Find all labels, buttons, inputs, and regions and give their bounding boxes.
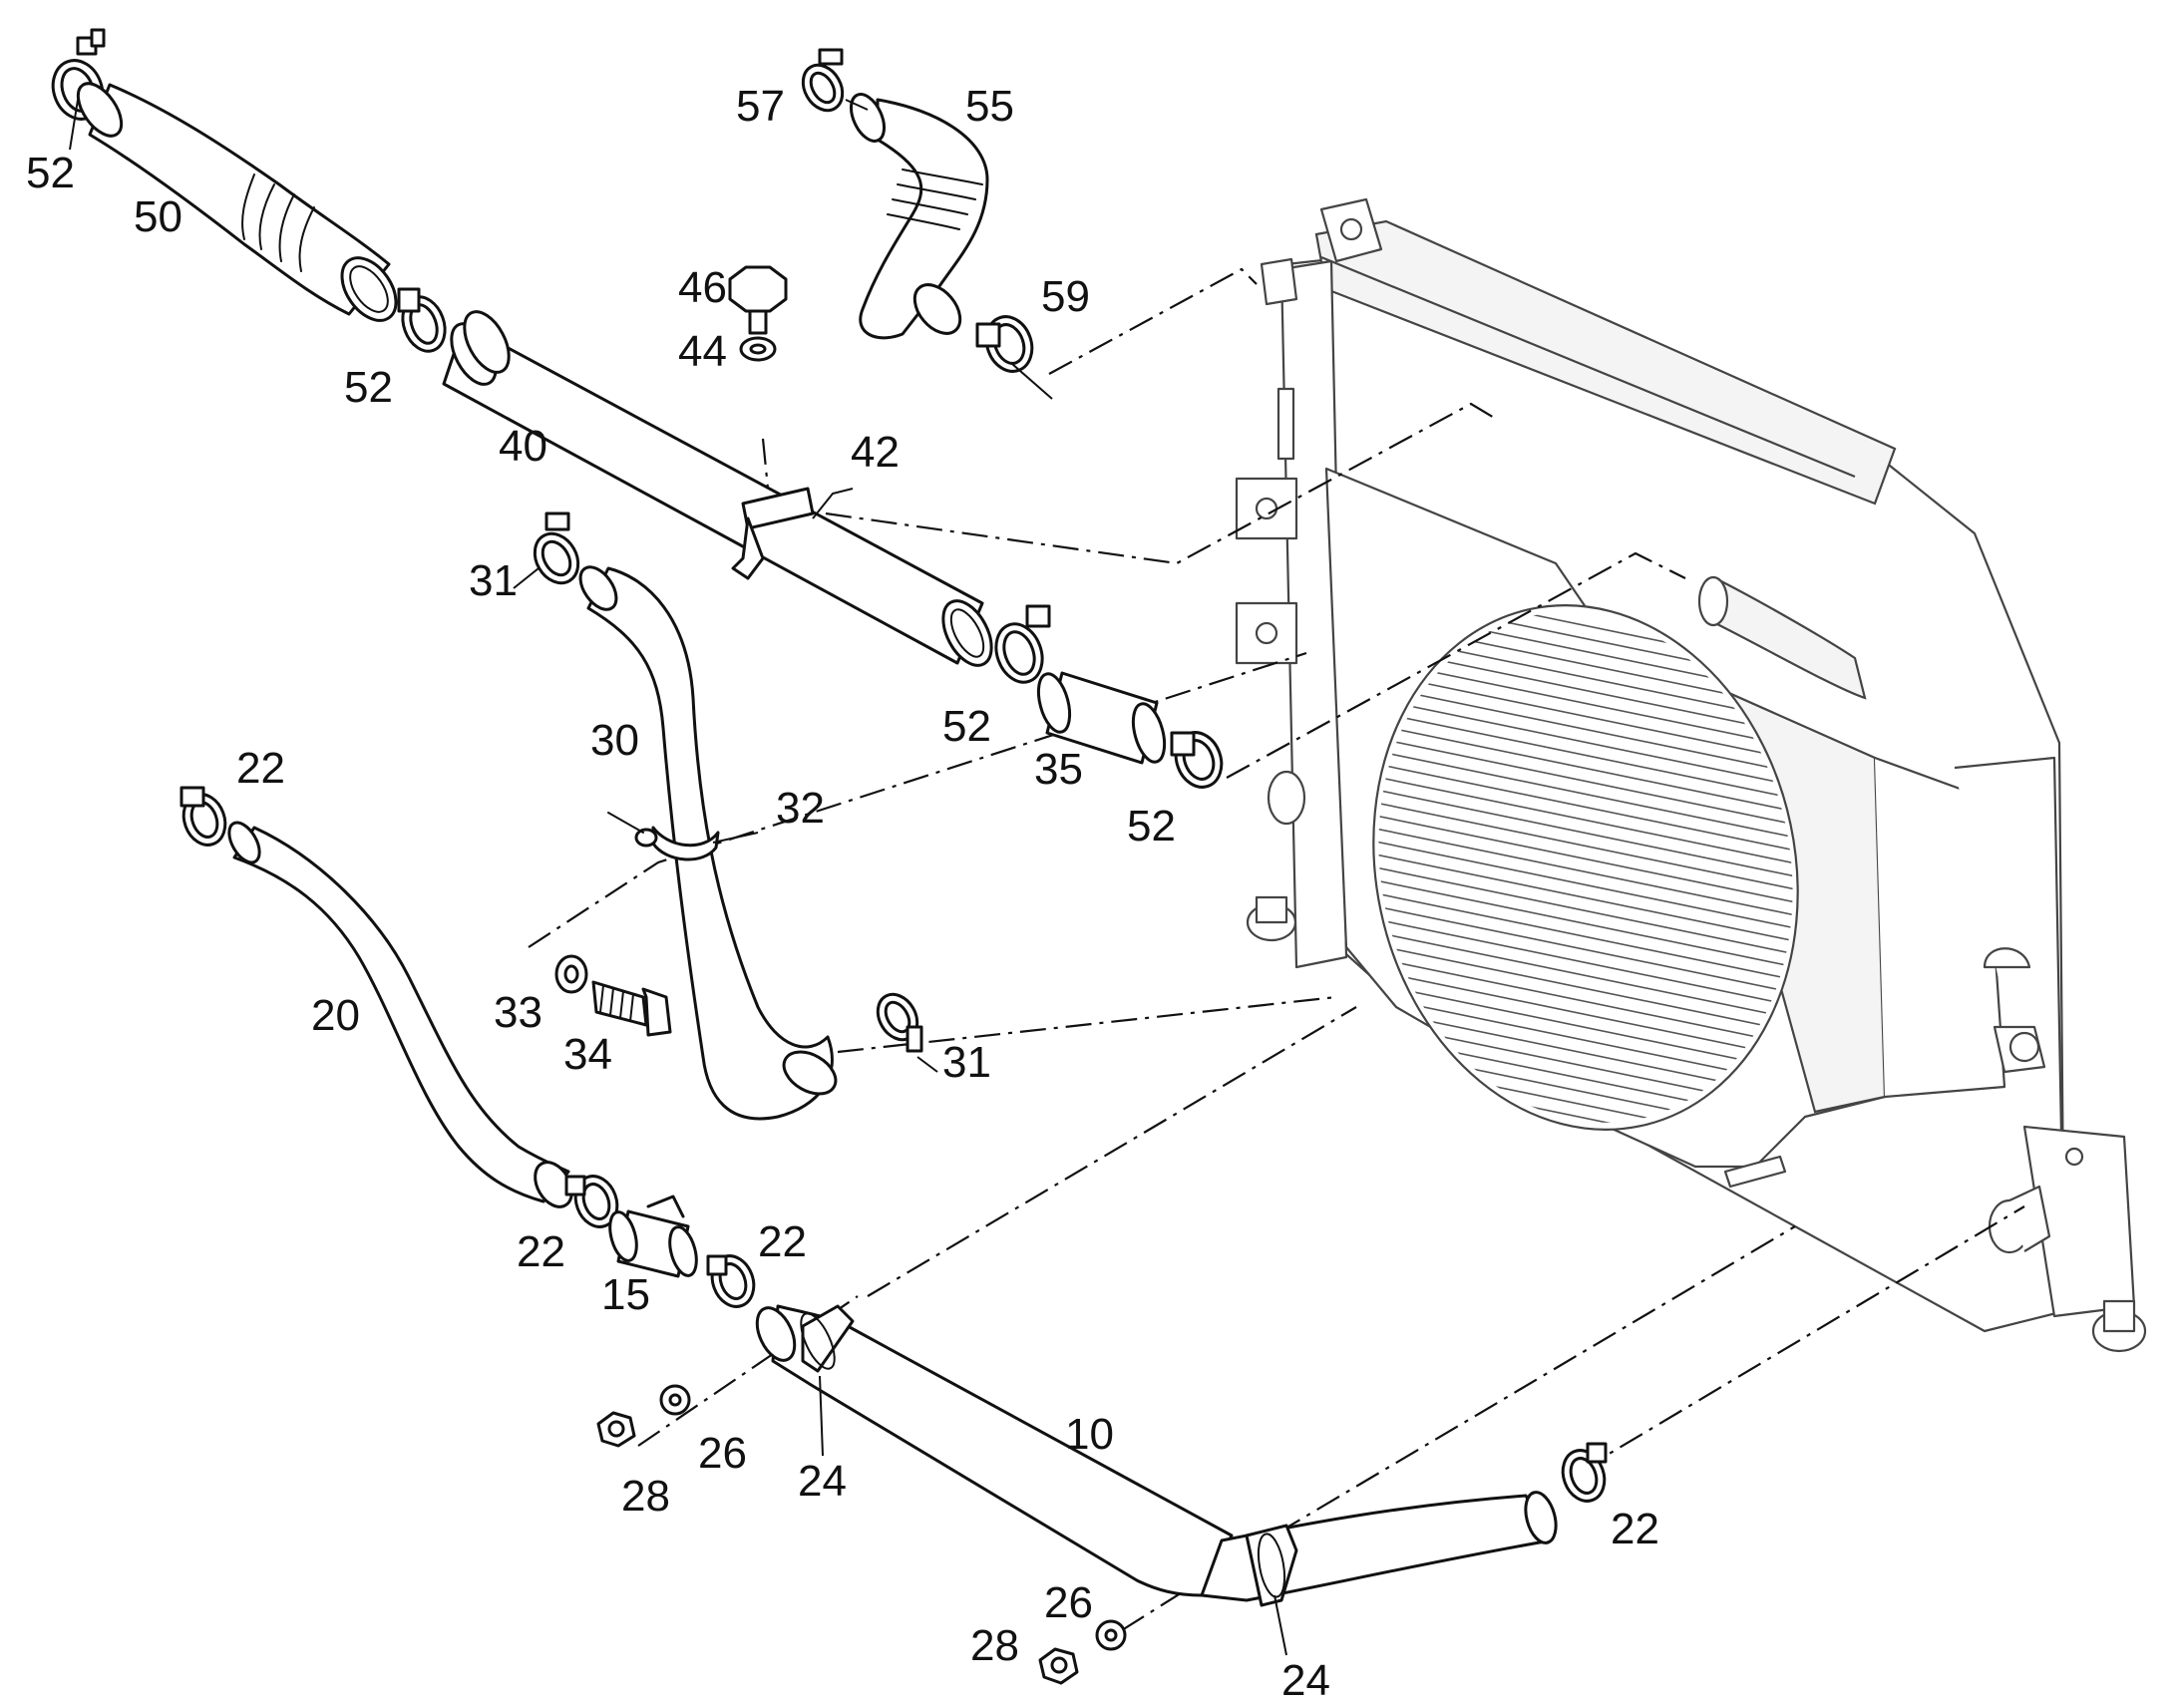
clamp-52-c (994, 604, 1051, 684)
washer-33 (554, 954, 588, 994)
callout-24-left: 24 (798, 1457, 847, 1506)
callout-26-left: 26 (698, 1429, 747, 1478)
sleeve-35 (1036, 671, 1167, 765)
callout-labels: 52 50 52 40 57 55 59 46 44 42 31 30 32 5… (26, 82, 1659, 1705)
clamp-22-a (180, 786, 227, 847)
callout-46: 46 (678, 263, 727, 312)
callout-31-upper: 31 (469, 556, 518, 605)
radiator-fin (1355, 875, 1816, 972)
radiator-fin (1355, 914, 1816, 1011)
radiator-fin (1355, 940, 1816, 1037)
callout-31-lower: 31 (942, 1038, 991, 1087)
hose-30 (578, 565, 838, 1121)
radiator-fin (1355, 862, 1816, 959)
callout-15: 15 (601, 1270, 650, 1319)
clamp-52-d (1170, 731, 1224, 789)
washer-26-a (659, 1384, 691, 1416)
clamp-57 (801, 48, 845, 113)
washer-26-b (1095, 1619, 1127, 1651)
radiator-fin (1355, 720, 1816, 817)
radiator-fin (1355, 668, 1816, 765)
radiator-fin (1355, 759, 1816, 855)
radiator-fin (1355, 953, 1816, 1050)
callout-22-center: 22 (758, 1217, 807, 1266)
radiator-fin (1355, 966, 1816, 1063)
radiator-fin (1355, 798, 1816, 894)
clamp-52-b (397, 287, 447, 353)
radiator-fin (1355, 837, 1816, 933)
callout-34: 34 (563, 1030, 612, 1079)
callout-32: 32 (776, 784, 825, 833)
callout-44: 44 (678, 327, 727, 376)
callout-20: 20 (311, 991, 360, 1040)
radiator-fin (1355, 772, 1816, 868)
radiator-fin (1355, 850, 1816, 946)
clamp-22-c (706, 1254, 756, 1308)
callout-59: 59 (1041, 272, 1090, 321)
callout-28-bottom: 28 (970, 1621, 1019, 1670)
hose-50 (76, 82, 398, 322)
clamp-22-d (1561, 1442, 1608, 1503)
radiator-fin (1355, 733, 1816, 830)
radiator-fin (1355, 888, 1816, 985)
callout-10: 10 (1065, 1410, 1114, 1459)
callout-55: 55 (965, 82, 1014, 131)
callout-28-left: 28 (621, 1472, 670, 1521)
radiator-fin (1355, 785, 1816, 881)
callout-50: 50 (134, 192, 182, 241)
radiator-fin (1355, 746, 1816, 843)
bracket-24-b (1245, 1524, 1298, 1607)
clamp-31-lower (876, 992, 923, 1053)
bolt-34 (591, 980, 672, 1037)
callout-52-right: 52 (1127, 802, 1176, 851)
radiator-fin (1355, 681, 1816, 778)
bracket-24-a (800, 1304, 855, 1373)
clamp-31-upper (533, 512, 580, 585)
bolt-46 (728, 265, 788, 335)
callout-24-bottom: 24 (1281, 1656, 1330, 1705)
radiator-assembly (1235, 197, 2147, 1353)
callout-22-lower-left: 22 (517, 1227, 565, 1276)
radiator-fin (1355, 824, 1816, 920)
callout-22-upper-left: 22 (236, 744, 285, 793)
radiator-fin (1355, 707, 1816, 804)
pipe-40 (442, 310, 993, 667)
callout-35: 35 (1034, 745, 1083, 794)
callout-30: 30 (590, 716, 639, 765)
callout-57: 57 (736, 82, 785, 131)
callout-52-top-left: 52 (26, 149, 75, 197)
nut-28-a (596, 1411, 636, 1448)
radiator-fin (1355, 811, 1816, 907)
clamp-59 (975, 315, 1034, 373)
radiator-fin (1355, 901, 1816, 998)
coupler-15 (608, 1195, 698, 1278)
callout-33: 33 (494, 988, 543, 1037)
callout-40: 40 (499, 422, 547, 471)
callout-52-upper: 52 (344, 363, 393, 412)
pointer-lines (69, 99, 1287, 1656)
callout-26-bottom: 26 (1044, 1578, 1093, 1627)
pipe-10 (755, 1304, 1558, 1602)
hose-20 (227, 821, 573, 1208)
washer-44 (739, 336, 777, 362)
hose-55 (849, 93, 989, 340)
callout-52-middle: 52 (942, 702, 991, 751)
callout-22-lower-right: 22 (1611, 1505, 1659, 1553)
clamp-32 (607, 812, 720, 861)
radiator-fin (1355, 927, 1816, 1024)
callout-42: 42 (851, 428, 900, 477)
nut-28-b (1038, 1647, 1079, 1685)
radiator-fin (1355, 694, 1816, 791)
clamp-22-b (564, 1175, 619, 1228)
